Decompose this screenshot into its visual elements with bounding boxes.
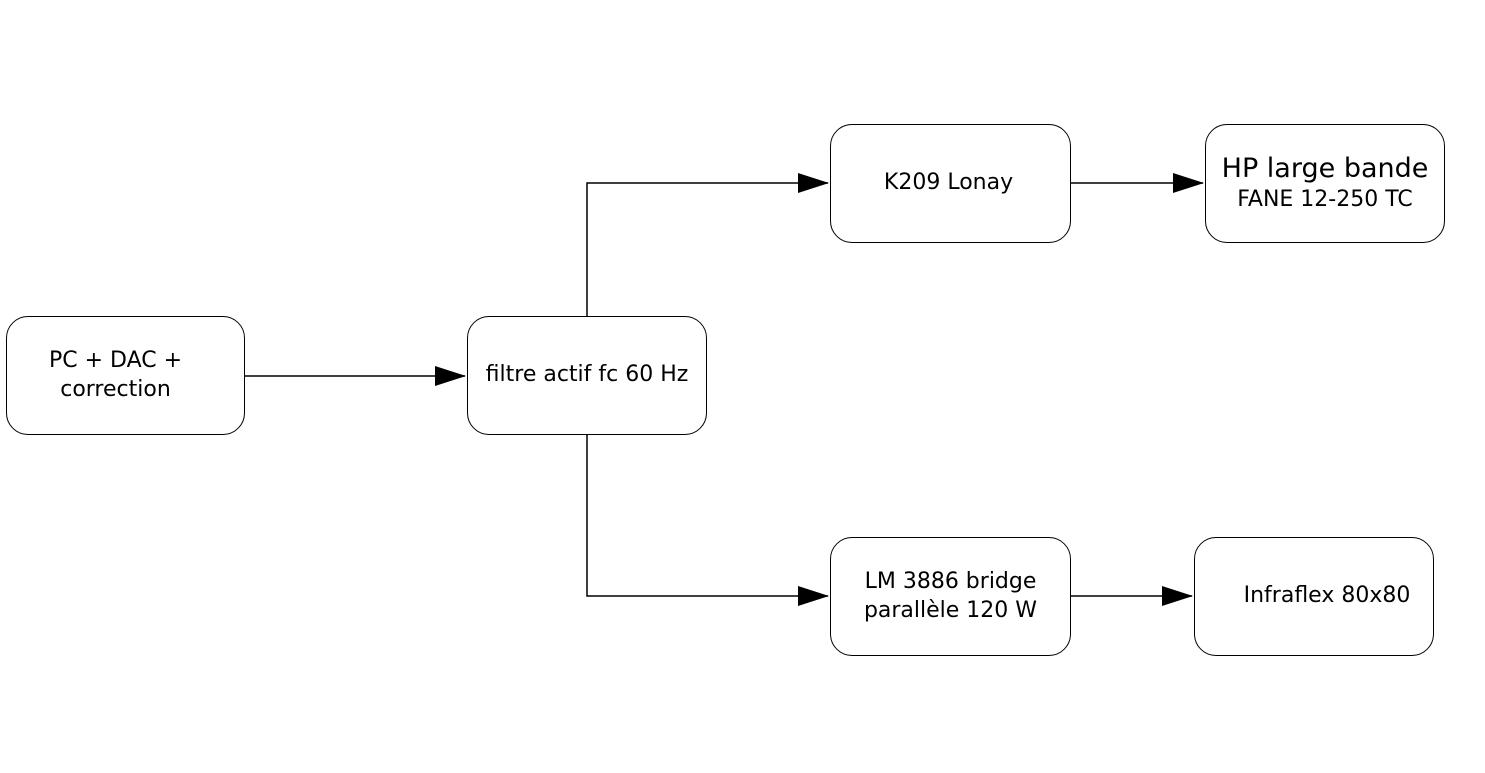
node-filter-label: filtre actif fc 60 Hz xyxy=(485,362,689,388)
arrowhead-lm-to-infra xyxy=(1162,586,1193,606)
node-active-filter: filtre actif fc 60 Hz xyxy=(467,316,707,435)
node-source-line1: PC + DAC + xyxy=(48,347,183,373)
node-hp-title: HP large bande xyxy=(1221,153,1429,185)
node-hp-large-bande: HP large bande FANE 12-250 TC xyxy=(1205,124,1445,243)
node-k209-label: K209 Lonay xyxy=(883,170,1014,196)
arrowhead-filter-to-lm xyxy=(798,586,829,606)
node-lm-line2: parallèle 120 W xyxy=(863,597,1038,623)
node-pc-dac-correction: PC + DAC + correction xyxy=(6,316,245,435)
arrowhead-filter-to-k209 xyxy=(798,173,829,193)
node-infra-label: Infraflex 80x80 xyxy=(1243,583,1411,609)
node-lm3886-bridge: LM 3886 bridge parallèle 120 W xyxy=(830,537,1071,656)
node-hp-subtitle: FANE 12-250 TC xyxy=(1237,187,1413,213)
node-infraflex: Infraflex 80x80 xyxy=(1194,537,1434,656)
edge-filter-to-lm xyxy=(586,435,828,597)
node-lm-line1: LM 3886 bridge xyxy=(864,568,1037,594)
node-k209-lonay: K209 Lonay xyxy=(830,124,1071,243)
arrowhead-source-to-filter xyxy=(435,366,466,386)
node-source-line2: correction xyxy=(60,376,171,402)
arrowhead-k209-to-hp xyxy=(1173,173,1204,193)
edge-filter-to-k209 xyxy=(586,182,828,316)
